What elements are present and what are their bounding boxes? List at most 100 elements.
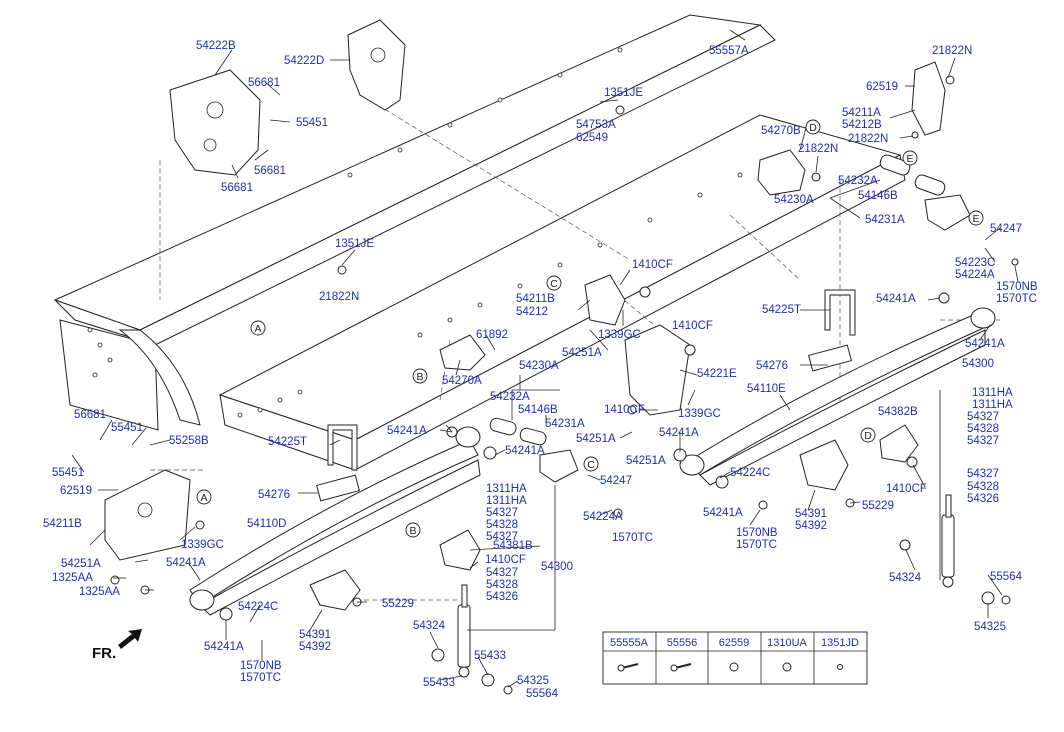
callout-54241A: 54241A xyxy=(703,507,743,519)
view-marker-E-upper xyxy=(902,150,918,166)
callout-54222D: 54222D xyxy=(284,55,324,67)
view-marker-B-bracket xyxy=(405,522,421,538)
callout-54222B: 54222B xyxy=(196,40,236,52)
bracket-54211B-center xyxy=(584,274,626,326)
view-marker-C-frame-label: C xyxy=(550,278,558,290)
callout-54324: 54324 xyxy=(889,572,922,584)
callout-54225T: 54225T xyxy=(762,304,801,316)
callout-55433: 55433 xyxy=(474,650,506,662)
callout-54241A: 54241A xyxy=(965,338,1005,350)
spring-seat-54391-right xyxy=(799,439,849,491)
view-marker-A-frame-label: A xyxy=(254,323,261,335)
bracket-54382B xyxy=(879,424,919,463)
callout-1570TC: 1570TC xyxy=(736,539,777,551)
callout-54328: 54328 xyxy=(486,519,518,531)
callout-1311HA: 1311HA xyxy=(972,387,1013,399)
callout-54211A: 54211A xyxy=(842,107,881,119)
callout-21822N: 21822N xyxy=(848,133,888,145)
callout-54391: 54391 xyxy=(795,508,827,520)
left-shackle-assembly xyxy=(489,417,579,483)
callout-54327: 54327 xyxy=(967,435,999,447)
legend-header-55556: 55556 xyxy=(667,637,698,649)
callout-1410CF: 1410CF xyxy=(632,259,673,271)
front-direction-indicator: FR. xyxy=(92,629,142,662)
legend-header-62559: 62559 xyxy=(719,637,750,649)
callout-54328: 54328 xyxy=(967,423,999,435)
callout-1410CF: 1410CF xyxy=(672,320,713,332)
view-marker-E-lower xyxy=(968,210,984,226)
front-arrow-icon xyxy=(118,629,142,649)
shackle-assembly-upper xyxy=(879,154,971,231)
bracket-54270A xyxy=(439,334,486,371)
callout-1410CF: 1410CF xyxy=(886,483,927,495)
callout-1410CF: 1410CF xyxy=(604,404,645,416)
callout-54146B: 54146B xyxy=(858,190,898,202)
callout-1311HA: 1311HA xyxy=(972,399,1013,411)
callout-1325AA: 1325AA xyxy=(79,586,120,598)
callout-56681: 56681 xyxy=(74,409,106,421)
callout-54241A: 54241A xyxy=(204,641,244,653)
callout-54241A: 54241A xyxy=(659,427,699,439)
callout-54392: 54392 xyxy=(299,641,331,653)
chassis-frame xyxy=(53,14,906,471)
hanger-54222D xyxy=(347,19,406,111)
callout-54276: 54276 xyxy=(258,489,290,501)
callout-1325AA: 1325AA xyxy=(52,572,93,584)
callout-54251A: 54251A xyxy=(562,347,602,359)
callout-54224C: 54224C xyxy=(238,601,278,613)
callout-54211B: 54211B xyxy=(43,518,82,530)
callout-1351JE: 1351JE xyxy=(335,238,374,250)
spring-seat-54391-left xyxy=(309,569,361,611)
callout-54300: 54300 xyxy=(962,358,994,370)
callout-54212B: 54212B xyxy=(842,119,882,131)
callout-1339GC: 1339GC xyxy=(598,329,641,341)
callout-1410CF: 1410CF xyxy=(485,554,526,566)
callout-54324: 54324 xyxy=(413,620,446,632)
view-marker-C-shackle-label: C xyxy=(587,459,595,471)
legend-bolt-icon-55555A xyxy=(617,663,639,672)
callout-21822N: 21822N xyxy=(319,291,359,303)
callout-54327: 54327 xyxy=(967,468,999,480)
callout-54753A: 54753A xyxy=(576,119,616,131)
view-marker-D-frame xyxy=(805,119,821,135)
rear-hanger-54211A xyxy=(911,61,946,136)
callout-54230A: 54230A xyxy=(774,194,814,206)
callout-55433: 55433 xyxy=(423,677,455,689)
callout-54325: 54325 xyxy=(974,621,1006,633)
callout-55258B: 55258B xyxy=(169,435,209,447)
callout-1339GC: 1339GC xyxy=(181,539,224,551)
shock-absorber-right-54300 xyxy=(941,494,955,588)
view-marker-E-lower-label: E xyxy=(972,213,979,225)
callout-1311HA: 1311HA xyxy=(486,495,527,507)
callout-62549: 62549 xyxy=(576,132,608,144)
rail-holes xyxy=(87,47,793,418)
callout-54110E: 54110E xyxy=(747,383,786,395)
callout-1570TC: 1570TC xyxy=(996,293,1037,305)
callout-55564: 55564 xyxy=(526,688,559,700)
callout-61892: 61892 xyxy=(476,329,508,341)
callout-55229: 55229 xyxy=(382,598,414,610)
legend-header-1310UA: 1310UA xyxy=(767,637,807,649)
callout-56681: 56681 xyxy=(248,77,280,89)
view-marker-C-frame xyxy=(546,275,562,291)
callout-54270A: 54270A xyxy=(442,375,482,387)
callout-54221E: 54221E xyxy=(697,368,737,380)
callout-1570NB: 1570NB xyxy=(736,527,778,539)
callout-1339GC: 1339GC xyxy=(678,408,721,420)
callout-54327: 54327 xyxy=(486,507,518,519)
callout-54327: 54327 xyxy=(967,411,999,423)
callout-62519: 62519 xyxy=(866,81,898,93)
callout-54241A: 54241A xyxy=(505,445,545,457)
callout-54392: 54392 xyxy=(795,520,827,532)
front-hanger-54222B xyxy=(169,69,261,176)
callout-54146B: 54146B xyxy=(518,404,558,416)
callout-54326: 54326 xyxy=(967,493,999,505)
legend-header-1351JD: 1351JD xyxy=(821,637,859,649)
callout-55451: 55451 xyxy=(111,422,143,434)
callout-54382B: 54382B xyxy=(878,406,918,418)
callout-54211B: 54211B xyxy=(516,293,555,305)
callout-54270B: 54270B xyxy=(761,125,801,137)
shock-absorber-left-54300 xyxy=(457,584,471,678)
